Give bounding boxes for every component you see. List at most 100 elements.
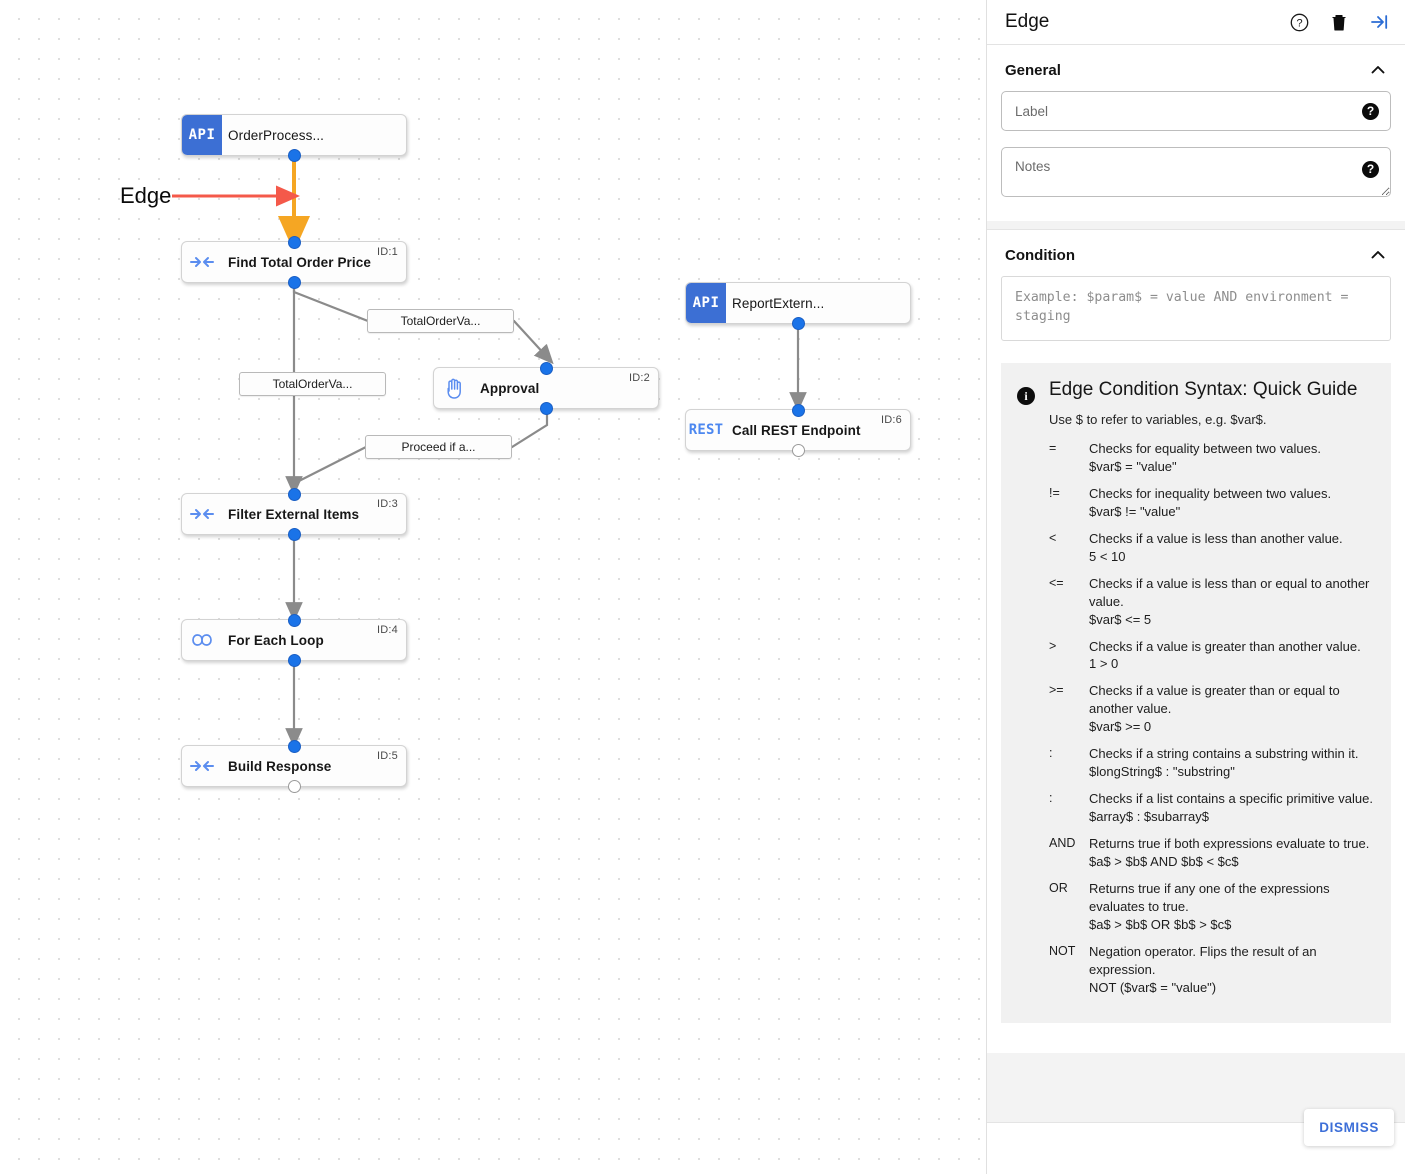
panel-scroll-area[interactable]: General ? ? [987,45,1405,1122]
guide-example: $longString$ : "substring" [1089,764,1235,780]
section-condition-header[interactable]: Condition [987,230,1405,276]
guide-row: < Checks if a value is less than another … [1049,530,1375,566]
guide-operator: > [1049,638,1057,653]
guide-operator: >= [1049,683,1064,698]
collapse-panel-icon[interactable] [1369,12,1389,32]
guide-row: <=Checks if a value is less than or equa… [1049,575,1375,629]
guide-row: >= Checks if a value is greater than or e… [1049,682,1375,736]
panel-footer: DISMISS [987,1109,1405,1174]
condition-input[interactable]: Example: $param$ = value AND environment… [1001,276,1391,342]
guide-description: Checks if a value is less than another v… [1089,530,1375,566]
merge-arrows-icon [182,494,222,534]
node-input-port[interactable] [287,235,301,249]
node-title: Call REST Endpoint [732,422,861,438]
dismiss-button[interactable]: DISMISS [1304,1109,1394,1146]
guide-description: Checks for inequality between two values… [1089,485,1375,521]
guide-description: Checks for equality between two values.$… [1089,440,1375,476]
node-input-port[interactable] [287,487,301,501]
guide-description: Checks if a value is greater than anothe… [1089,638,1375,674]
node-for-each-loop[interactable]: For Each Loop ID:4 [181,613,407,667]
guide-title: Edge Condition Syntax: Quick Guide [1049,379,1358,401]
workflow-canvas[interactable]: Edge API OrderProcess... Find Total Orde… [0,0,986,1174]
node-call-rest-endpoint[interactable]: REST Call REST Endpoint ID:6 [685,403,911,457]
guide-row: : Checks if a string contains a substring… [1049,745,1375,781]
node-title: Find Total Order Price [228,254,371,270]
node-reportextern[interactable]: API ReportExtern... [685,282,911,330]
notes-input[interactable] [1001,147,1391,197]
node-output-port[interactable] [791,443,805,457]
guide-row: =Checks for equality between two values.… [1049,440,1375,476]
section-divider [987,229,1405,230]
guide-example: $array$ : $subarray$ [1089,809,1209,825]
guide-example: $a$ > $b$ AND $b$ < $c$ [1089,853,1239,869]
node-output-port[interactable] [539,401,553,415]
notes-field-wrap: ? [987,147,1405,221]
label-input[interactable] [1001,91,1391,131]
chevron-up-icon[interactable] [1369,61,1387,79]
condition-syntax-guide: i Edge Condition Syntax: Quick Guide Use… [1001,363,1391,1024]
node-title: For Each Loop [228,632,324,648]
node-find-total-order-price[interactable]: Find Total Order Price ID:1 [181,235,407,289]
guide-operator: != [1049,485,1060,500]
node-output-port[interactable] [287,148,301,162]
node-id-label: ID:6 [881,414,902,426]
edge-label[interactable]: Proceed if a... [365,435,512,459]
edge-label[interactable]: TotalOrderVa... [239,372,386,396]
guide-example: 5 < 10 [1089,548,1126,564]
guide-description: Checks if a string contains a substring … [1089,745,1375,781]
guide-operator: AND [1049,835,1076,850]
guide-operator: NOT [1049,943,1076,958]
node-title: Build Response [228,758,332,774]
guide-operator: OR [1049,880,1068,895]
guide-description: Checks if a value is greater than or equ… [1089,682,1375,736]
info-icon: i [1017,387,1035,406]
svg-text:?: ? [1296,17,1302,29]
section-general-title: General [1005,61,1061,79]
edge-label[interactable]: TotalOrderVa... [367,309,514,333]
node-input-port[interactable] [539,361,553,375]
node-build-response[interactable]: Build Response ID:5 [181,739,407,793]
guide-example: 1 > 0 [1089,656,1119,672]
node-output-port[interactable] [287,653,301,667]
guide-row: > Checks if a value is greater than anoth… [1049,638,1375,674]
guide-operator: < [1049,530,1057,545]
node-id-label: ID:2 [629,372,650,384]
guide-example: $a$ > $b$ OR $b$ > $c$ [1089,916,1232,932]
merge-arrows-icon [182,746,222,786]
section-gap [987,221,1405,229]
section-general-header[interactable]: General [987,45,1405,91]
node-title: Approval [480,380,540,396]
trash-icon[interactable] [1329,12,1349,32]
guide-example: $var$ <= 5 [1089,611,1152,627]
guide-operator: : [1049,791,1053,806]
node-input-port[interactable] [287,739,301,753]
panel-header: Edge ? [987,0,1405,45]
api-badge-icon: API [182,115,222,155]
node-orderprocess[interactable]: API OrderProcess... [181,114,407,162]
node-id-label: ID:5 [377,750,398,762]
notes-help-icon[interactable]: ? [1362,160,1379,178]
guide-example: $var$ >= 0 [1089,719,1152,735]
node-output-port[interactable] [791,316,805,330]
node-input-port[interactable] [287,613,301,627]
guide-example: $var$ != "value" [1089,503,1181,519]
node-output-port[interactable] [287,779,301,793]
edge-properties-panel: Edge ? General [986,0,1405,1174]
label-help-icon[interactable]: ? [1362,102,1379,120]
guide-description: Returns true if any one of the expressio… [1089,880,1375,934]
guide-operator: : [1049,746,1053,761]
guide-description: Checks if a list contains a specific pri… [1089,790,1375,826]
node-output-port[interactable] [287,527,301,541]
merge-arrows-icon [182,242,222,282]
guide-example: $var$ = "value" [1089,459,1177,475]
node-output-port[interactable] [287,275,301,289]
chevron-up-icon[interactable] [1369,246,1387,264]
node-input-port[interactable] [791,403,805,417]
node-filter-external-items[interactable]: Filter External Items ID:3 [181,487,407,541]
guide-operator: <= [1049,575,1064,590]
node-title: OrderProcess... [228,127,325,143]
node-approval[interactable]: Approval ID:2 [433,361,659,415]
node-id-label: ID:4 [377,624,398,636]
help-circle-icon[interactable]: ? [1289,12,1309,32]
